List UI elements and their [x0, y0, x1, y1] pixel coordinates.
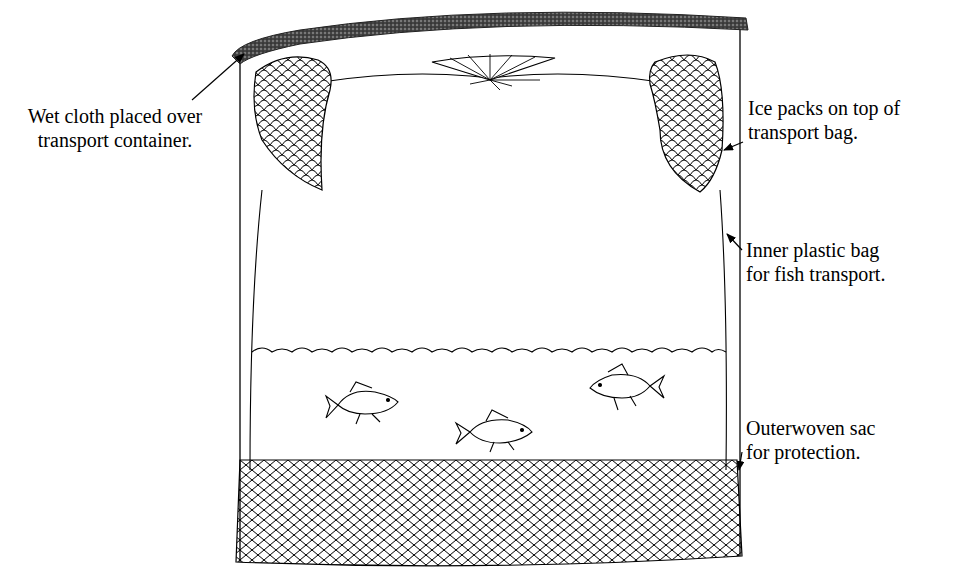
plastic-bag: [250, 190, 726, 470]
fish: [590, 364, 664, 410]
ice-pack: [254, 57, 331, 190]
ice-pack-label: Ice packs on top of transport bag.: [748, 96, 938, 144]
ice-pack: [650, 55, 724, 192]
wet-cloth: [232, 12, 748, 64]
fish: [456, 410, 532, 452]
container-wall: [739, 28, 740, 556]
leader-arrow: [192, 54, 743, 470]
fish: [326, 382, 398, 424]
woven-sac: [236, 460, 742, 566]
bag-label: Inner plastic bag for fish transport.: [746, 238, 901, 286]
bag-knot-folds: [450, 54, 540, 90]
cloth-label: Wet cloth placed over transport containe…: [4, 104, 226, 152]
sac-label: Outerwoven sac for protection.: [746, 416, 896, 464]
water-surface: [252, 348, 726, 352]
container-wall: [239, 50, 240, 562]
